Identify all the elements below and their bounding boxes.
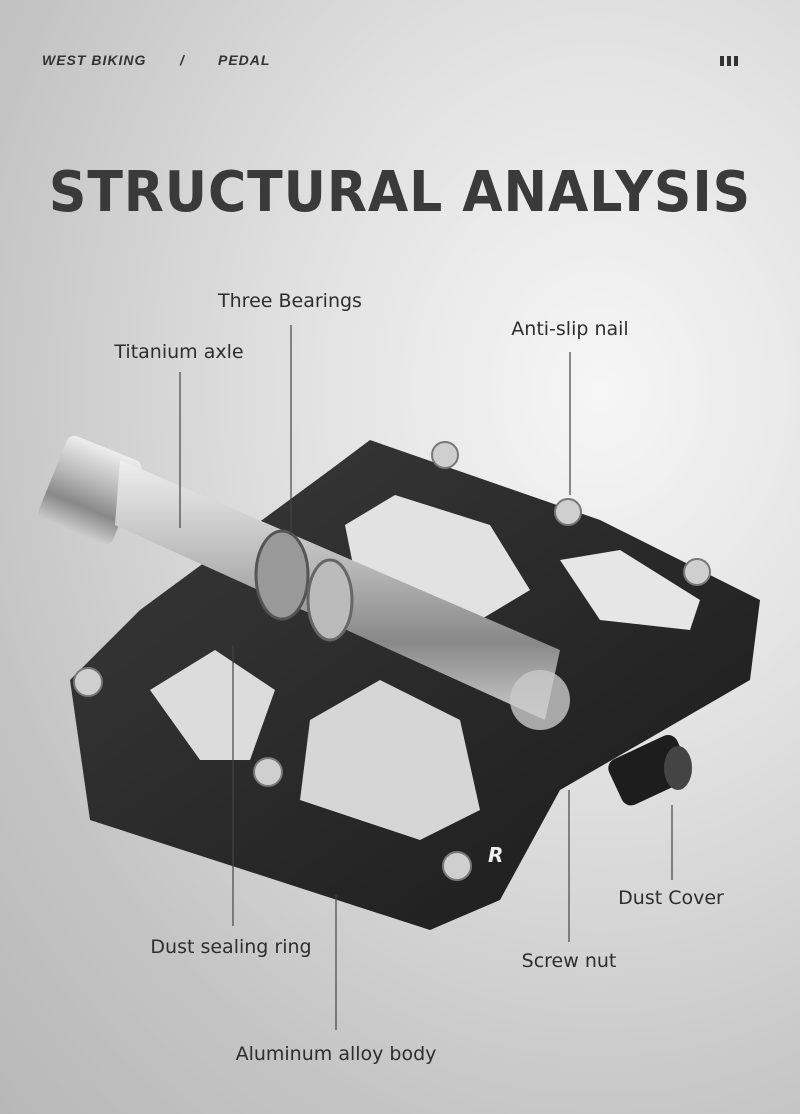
label-screw-nut: Screw nut: [521, 950, 617, 972]
brand-label: WEST BIKING: [42, 52, 147, 68]
label-dust-cover: Dust Cover: [618, 887, 724, 909]
leader-lines: [179, 325, 673, 1030]
pedal-side-mark: R: [488, 843, 503, 867]
label-titanium-axle: Titanium axle: [114, 341, 244, 363]
label-three-bearings: Three Bearings: [218, 290, 362, 312]
label-anti-slip-nail: Anti-slip nail: [511, 318, 629, 340]
menu-bars-icon[interactable]: [720, 56, 738, 66]
page-title: STRUCTURAL ANALYSIS: [48, 160, 752, 225]
breadcrumb-separator: /: [180, 52, 185, 68]
axle: [38, 435, 570, 730]
category-label: PEDAL: [218, 52, 271, 68]
label-aluminum-body: Aluminum alloy body: [235, 1043, 437, 1065]
anti-slip-nails: [73, 441, 711, 881]
label-dust-sealing-ring: Dust sealing ring: [150, 936, 312, 958]
dust-cover: [608, 734, 692, 806]
